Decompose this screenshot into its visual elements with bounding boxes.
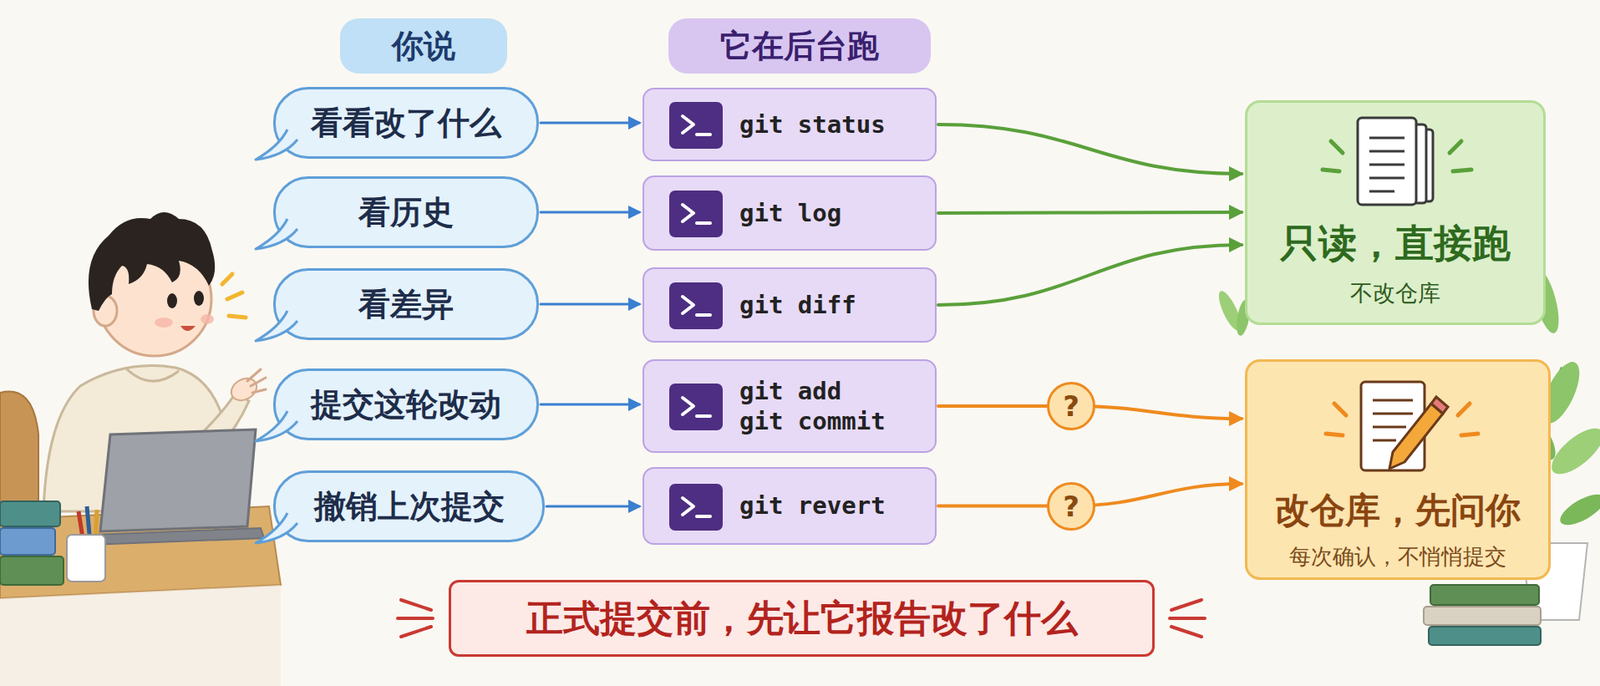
node-subtext: 不改仓库 — [1350, 278, 1441, 309]
connector-arrow — [938, 124, 1242, 174]
node-subtext: 每次确认，不悄悄提交 — [1289, 542, 1507, 572]
node-text: 看差异 — [358, 283, 454, 326]
terminal-icon — [669, 282, 723, 330]
command-box: git status — [642, 87, 937, 162]
bubble-tail — [253, 126, 300, 163]
question-badge: ? — [1046, 482, 1096, 531]
books — [0, 501, 64, 585]
sparkle — [222, 274, 246, 318]
header-pill: 你说 — [340, 18, 508, 74]
note-banner: 正式提交前，先让它报告改了什么 — [448, 579, 1155, 657]
terminal-icon — [669, 483, 723, 531]
books-right — [1423, 584, 1541, 646]
node-text: 改仓库，先问你 — [1274, 487, 1521, 534]
node-text: git diff — [739, 289, 857, 320]
node-text: 看历史 — [358, 191, 454, 234]
laptop — [90, 429, 265, 545]
node-text: git add — [739, 375, 842, 407]
edit-icon — [1305, 378, 1495, 479]
readonly-box: 只读，直接跑不改仓库 — [1244, 100, 1546, 326]
bubble-tail — [253, 215, 300, 253]
node-text: 提交这轮改动 — [310, 383, 502, 427]
connector-arrow — [540, 403, 640, 407]
command-box: git diff — [642, 267, 937, 343]
node-subtext: git commit — [739, 406, 886, 437]
node-text: 你说 — [391, 25, 456, 68]
speech-bubble: 提交这轮改动 — [273, 368, 539, 441]
connector-arrow — [540, 121, 640, 125]
node-text: git status — [739, 109, 886, 140]
desk — [0, 391, 281, 686]
node-text: 正式提交前，先让它报告改了什么 — [526, 594, 1078, 644]
speech-bubble: 看看改了什么 — [273, 86, 539, 159]
node-text: 撤销上次提交 — [314, 485, 505, 529]
node-text: git log — [739, 198, 842, 229]
terminal-icon — [669, 101, 723, 149]
speech-bubble: 撤销上次提交 — [273, 470, 545, 543]
terminal-icon — [669, 190, 723, 238]
connector-arrow — [546, 505, 640, 508]
bubble-tail — [253, 407, 300, 445]
node-text: 它在后台跑 — [720, 25, 879, 68]
terminal-icon — [669, 383, 723, 431]
connector-arrow — [938, 212, 1242, 214]
connector-arrow — [540, 303, 640, 306]
pen-cup — [66, 506, 106, 582]
node-text: git revert — [739, 490, 886, 521]
speech-bubble: 看差异 — [273, 268, 539, 341]
connector-arrow — [540, 211, 640, 214]
node-text: 看看改了什么 — [310, 101, 502, 145]
bubble-tail — [253, 307, 300, 345]
header-pill: 它在后台跑 — [668, 18, 931, 74]
connector-arrow — [938, 244, 1242, 305]
document-icon — [1305, 116, 1490, 214]
bubble-tail — [253, 509, 300, 547]
command-box: git revert — [642, 467, 937, 545]
command-box: git log — [642, 175, 937, 251]
confirm-box: 改仓库，先问你每次确认，不悄悄提交 — [1244, 359, 1551, 580]
command-box: git addgit commit — [642, 359, 937, 453]
question-badge: ? — [1046, 381, 1096, 431]
node-text: 只读，直接跑 — [1280, 218, 1511, 270]
speech-bubble: 看历史 — [273, 176, 539, 249]
